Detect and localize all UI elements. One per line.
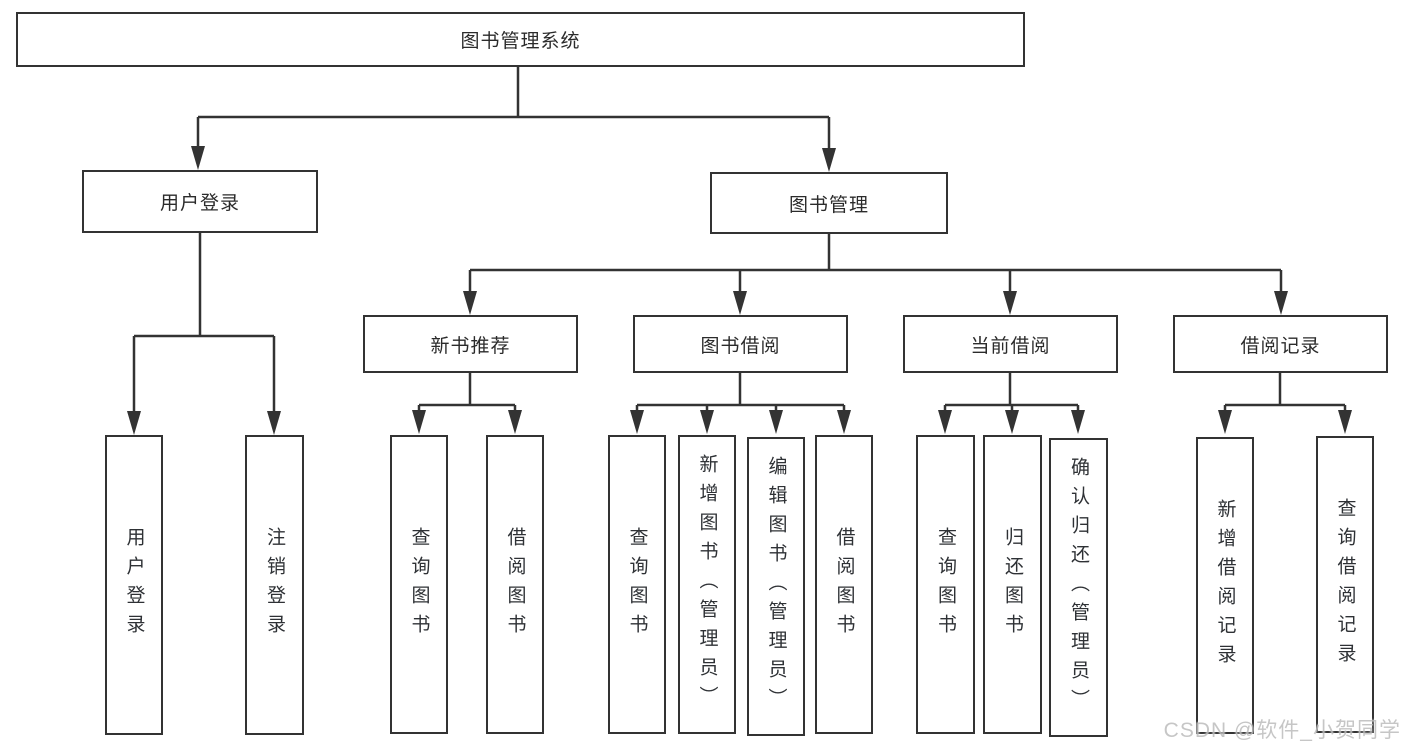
arrow-down-icon <box>127 411 141 435</box>
leaf-confirm-return-admin-label: 确认归还（管理员） <box>1068 457 1089 718</box>
node-new-book-recommend-label: 新书推荐 <box>430 335 511 357</box>
leaf-query-books-borrow: 查询图书 <box>608 435 666 734</box>
leaf-query-books-recommend-label: 查询图书 <box>408 526 430 643</box>
node-book-borrow: 图书借阅 <box>633 315 848 373</box>
leaf-add-borrow-record: 新增借阅记录 <box>1196 437 1254 734</box>
edge-user-login-children <box>127 233 281 435</box>
arrow-down-icon <box>630 410 644 434</box>
arrow-down-icon <box>837 410 851 434</box>
arrow-down-icon <box>769 410 783 434</box>
arrow-down-icon <box>463 291 477 315</box>
arrow-down-icon <box>733 291 747 315</box>
leaf-borrow-books-recommend-label: 借阅图书 <box>504 526 526 643</box>
arrow-down-icon <box>267 411 281 435</box>
node-book-borrow-label: 图书借阅 <box>700 335 781 357</box>
node-new-book-recommend: 新书推荐 <box>363 315 578 373</box>
leaf-user-login-label: 用户登录 <box>123 527 145 643</box>
node-user-login-label: 用户登录 <box>159 193 240 214</box>
leaf-return-books-label: 归还图书 <box>1002 526 1023 643</box>
leaf-query-books-current-label: 查询图书 <box>935 526 956 643</box>
leaf-logout-label: 注销登录 <box>264 527 285 643</box>
arrow-down-icon <box>1274 291 1288 315</box>
edge-book-management-children <box>463 234 1288 315</box>
arrow-down-icon <box>938 410 952 434</box>
node-book-management-label: 图书管理 <box>788 194 869 216</box>
arrow-down-icon <box>700 410 714 434</box>
node-user-login: 用户登录 <box>82 170 318 233</box>
leaf-edit-books-admin-label: 编辑图书（管理员） <box>765 456 787 717</box>
leaf-borrow-books: 借阅图书 <box>815 435 873 734</box>
edge-root-to-level2 <box>191 67 836 172</box>
edge-borrow-records-children <box>1218 373 1352 434</box>
arrow-down-icon <box>1071 410 1085 434</box>
edge-book-borrow-children <box>630 373 851 434</box>
node-root-label: 图书管理系统 <box>460 31 581 52</box>
arrow-down-icon <box>1003 291 1017 315</box>
leaf-add-books-admin: 新增图书（管理员） <box>678 435 736 734</box>
arrow-down-icon <box>412 410 426 434</box>
leaf-borrow-books-label: 借阅图书 <box>833 526 855 643</box>
arrow-down-icon <box>1338 410 1352 434</box>
leaf-query-books-recommend: 查询图书 <box>390 435 448 734</box>
leaf-query-borrow-record: 查询借阅记录 <box>1316 436 1374 733</box>
arrow-down-icon <box>1218 410 1232 434</box>
leaf-return-books: 归还图书 <box>983 435 1042 734</box>
node-book-management: 图书管理 <box>710 172 948 234</box>
leaf-confirm-return-admin: 确认归还（管理员） <box>1049 438 1108 737</box>
leaf-add-borrow-record-label: 新增借阅记录 <box>1214 498 1236 673</box>
leaf-add-books-admin-label: 新增图书（管理员） <box>696 454 718 715</box>
node-root: 图书管理系统 <box>16 12 1025 67</box>
leaf-logout: 注销登录 <box>245 435 304 735</box>
leaf-user-login: 用户登录 <box>105 435 163 735</box>
node-current-borrow-label: 当前借阅 <box>970 335 1051 357</box>
leaf-query-books-borrow-label: 查询图书 <box>626 526 648 643</box>
arrow-down-icon <box>822 148 836 172</box>
node-borrow-records-label: 借阅记录 <box>1240 335 1321 357</box>
arrow-down-icon <box>508 410 522 434</box>
node-current-borrow: 当前借阅 <box>903 315 1118 373</box>
edge-current-borrow-children <box>938 373 1085 434</box>
leaf-query-books-current: 查询图书 <box>916 435 975 734</box>
leaf-borrow-books-recommend: 借阅图书 <box>486 435 544 734</box>
edge-new-book-recommend-children <box>412 373 522 434</box>
arrow-down-icon <box>1005 410 1019 434</box>
node-borrow-records: 借阅记录 <box>1173 315 1388 373</box>
arrow-down-icon <box>191 146 205 170</box>
leaf-query-borrow-record-label: 查询借阅记录 <box>1334 497 1356 672</box>
csdn-watermark: CSDN @软件_小贺同学 <box>1163 719 1401 742</box>
leaf-edit-books-admin: 编辑图书（管理员） <box>747 437 805 736</box>
